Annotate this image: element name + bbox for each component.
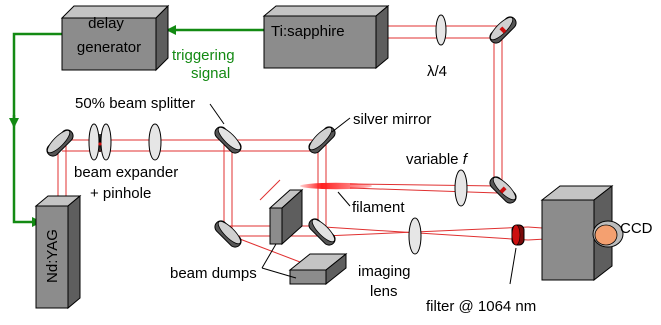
beam-dump-lower: [288, 252, 348, 286]
nd-yag-label: Nd:YAG: [44, 229, 61, 283]
triggering-label: triggering: [172, 47, 235, 64]
expander-output-lens: [148, 123, 162, 161]
beam-dump-upper: [268, 188, 304, 246]
delay-generator-label-2: generator: [77, 39, 141, 56]
quarter-wave-label: λ/4: [427, 63, 447, 80]
delay-generator-label-1: delay: [88, 15, 124, 32]
nd-yag-laser-box: Nd:YAG: [34, 194, 82, 310]
pinhole-label: + pinhole: [90, 185, 151, 202]
variable-f-lens: [454, 169, 468, 207]
ccd-camera: CCD: [540, 184, 653, 282]
filter-1064nm: [511, 224, 525, 246]
beam-splitter-optic: [214, 126, 242, 154]
imaging-label: imaging: [358, 263, 411, 280]
quarter-wave-plate: [435, 14, 447, 46]
silver-mirror-label: silver mirror: [353, 111, 431, 128]
signal-label: signal: [191, 65, 230, 82]
mirror-left: [46, 129, 74, 157]
trigger-lines: [9, 25, 264, 227]
delay-generator-box: delay generator: [60, 4, 170, 72]
mirror-lower-right: [308, 218, 336, 246]
ti-sapphire-laser-box: Ti:sapphire: [262, 4, 390, 70]
beam-expander-label: beam expander: [74, 164, 178, 181]
beam-splitter-label: 50% beam splitter: [75, 95, 195, 112]
mirror-top-right: [489, 16, 517, 44]
imaging-lens-optic: [408, 217, 422, 255]
filament-streak: [300, 182, 372, 190]
mirror-right-lower: [489, 176, 517, 204]
variable-f-label: variable f: [406, 151, 469, 168]
mirror-lower-left: [214, 220, 242, 248]
ccd-label: CCD: [620, 220, 653, 237]
lens-label: lens: [370, 283, 398, 300]
label-leader-lines: [209, 103, 517, 285]
beam-dumps-label: beam dumps: [170, 265, 257, 282]
filter-label: filter @ 1064 nm: [426, 298, 536, 315]
ti-sapphire-label: Ti:sapphire: [271, 23, 345, 40]
beam-expander-lenses: [88, 123, 112, 161]
filament-label: filament: [352, 199, 405, 216]
silver-mirror-optic: [308, 126, 336, 154]
